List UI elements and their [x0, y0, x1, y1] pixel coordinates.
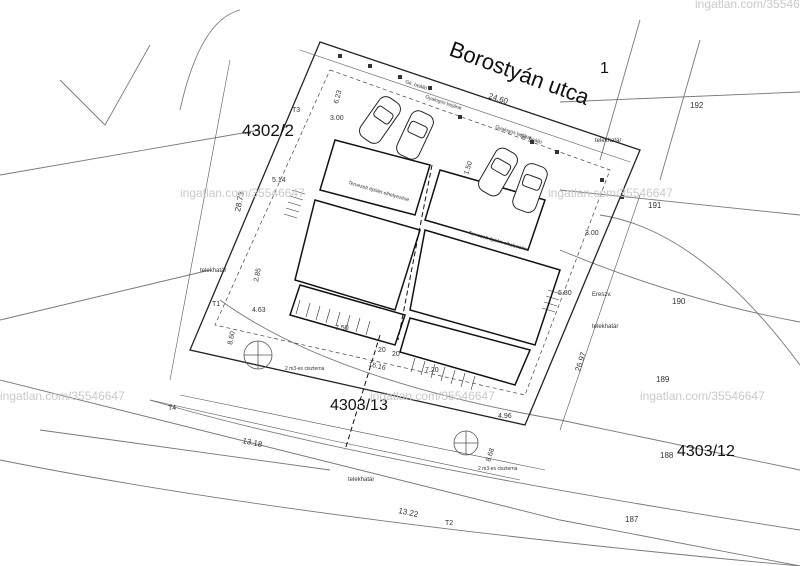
contour-label: 189 — [656, 375, 670, 384]
car-icon — [478, 147, 518, 197]
contour-lines — [0, 9, 800, 566]
cistern-left — [243, 340, 273, 370]
car-icon — [359, 96, 401, 144]
street-name: Borostyán utca — [446, 36, 593, 110]
setback-lines — [214, 69, 611, 396]
dimension-side-right: 4.96 — [498, 413, 512, 420]
street-number: 1 — [600, 60, 609, 77]
label-cistern-left: 2 m3-es ciszterna — [285, 366, 325, 372]
contour-label: 187 — [625, 515, 639, 524]
dimension-side-left: 4.63 — [252, 307, 266, 314]
dimension-h2: 20 — [392, 351, 400, 358]
building-left — [289, 139, 431, 346]
dimension-rear-left: 8.60 — [227, 331, 237, 346]
cistern-right — [453, 430, 479, 456]
dimension-house-width: 16.16 — [368, 361, 387, 372]
watermark: ingatlan.com/35546647 — [548, 186, 673, 200]
marker-t2: T2 — [445, 520, 453, 527]
marker-t4: T4 — [168, 405, 176, 412]
building-dividing-wall — [344, 164, 433, 451]
dimension-left-depth: 28.73 — [233, 190, 246, 212]
dimension-rear-right: 8.68 — [485, 447, 496, 462]
dimension-entry-left: 5.14 — [272, 177, 286, 184]
fence-posts — [338, 54, 624, 199]
label-cistern-right: 2 m3-es ciszterna — [478, 466, 518, 472]
watermark: ingatlan.com/35546647 — [695, 0, 800, 11]
dimension-gap: 1.50 — [463, 160, 474, 175]
dimension-setback-right: 3.00 — [585, 230, 599, 237]
label-telekhatar: telekhatár — [348, 477, 374, 483]
watermark: ingatlan.com/35546647 — [640, 389, 765, 403]
car-icon — [396, 110, 434, 160]
dimension-setback-left: 3.00 — [330, 115, 344, 122]
label-telekhatar: telekhatár — [592, 324, 618, 330]
contour-label: 190 — [672, 297, 686, 306]
dimension-bottom-left: 13.18 — [242, 436, 264, 449]
dimension-w1: 7.50 — [335, 325, 349, 332]
watermark: ingatlan.com/35546647 — [180, 186, 305, 200]
dimension-setback-top: 6.23 — [333, 89, 343, 104]
dimension-entry-right: 5.80 — [558, 290, 572, 297]
contour-label: 188 — [660, 451, 674, 460]
lot-number-northwest: 4302/2 — [242, 121, 294, 140]
dimension-top-width: 24.60 — [487, 91, 509, 106]
dimension-bottom-center: 13.22 — [398, 506, 420, 519]
dimension-chains — [149, 49, 641, 481]
label-ereszv: Ereszv. — [592, 292, 612, 298]
plot-boundary — [189, 41, 641, 426]
lot-number-east: 4303/12 — [677, 443, 735, 460]
marker-t3: T3 — [292, 107, 300, 114]
car-icon — [512, 163, 548, 213]
dimension-right-depth: 26.97 — [573, 350, 588, 372]
stairs-left — [283, 189, 306, 219]
dimension-mid: 2.85 — [253, 268, 263, 283]
stairs-right — [541, 289, 562, 313]
dimension-w2: 7.20 — [425, 367, 439, 374]
label-parking-left: Gk. beálló — [404, 79, 427, 92]
contour-label: 191 — [648, 201, 662, 210]
contour-label: 192 — [690, 101, 704, 110]
label-terrace-right: Tervezett épület elhelyezése — [467, 230, 530, 253]
label-telekhatar: telekhatár — [595, 138, 621, 144]
terrace-hatch — [295, 299, 476, 391]
label-telekhatar: telekhatár — [200, 268, 226, 274]
dimension-h1: 20 — [378, 347, 386, 354]
marker-t1: T1 — [212, 301, 220, 308]
lot-number-center: 4303/13 — [330, 397, 388, 414]
watermark: ingatlan.com/35546647 — [0, 389, 125, 403]
watermark: ingatlan.com/35546647 — [370, 389, 495, 403]
building-right — [399, 169, 561, 386]
